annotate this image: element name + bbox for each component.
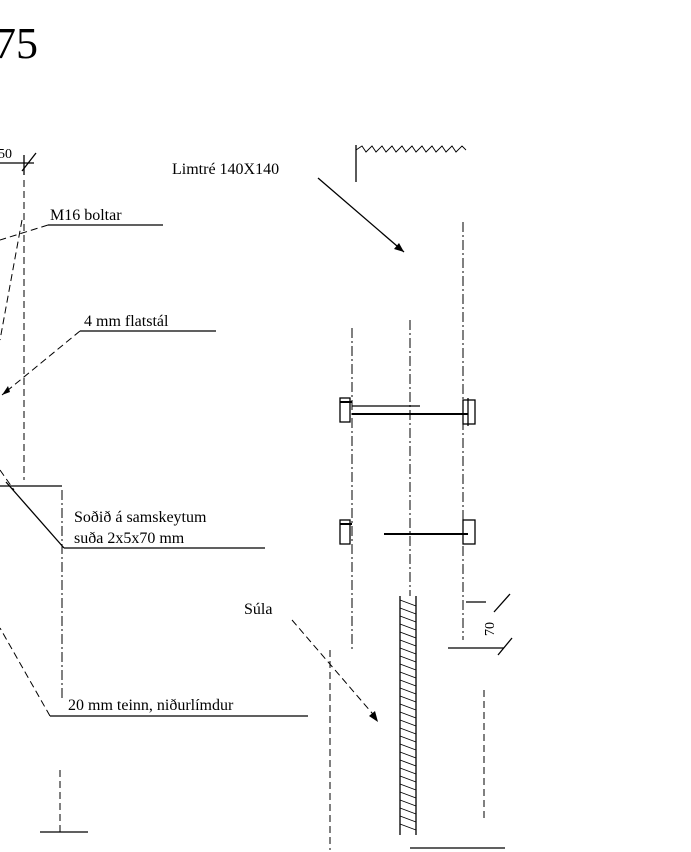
dim-70-tick-bottom [497, 637, 513, 656]
arrowhead-sula [369, 711, 378, 722]
label-teinn: 20 mm teinn, niðurlímdur [68, 697, 234, 714]
leader-sula [291, 619, 379, 721]
leader-m16-boltar [0, 224, 49, 241]
label-flatstal: 4 mm flatstál [84, 313, 169, 330]
right-detail: 70 [329, 145, 513, 850]
arrowhead-flatstal [2, 386, 10, 395]
arrowhead-limtre [394, 243, 404, 252]
leader-flatstal [1, 330, 81, 396]
lower-bolt-nut-left [339, 519, 351, 545]
dim-70-tick-top [493, 593, 511, 613]
label-m16-boltar: M16 boltar [50, 207, 122, 224]
timber-cut-hatch [355, 145, 467, 153]
leader-limtre [317, 177, 405, 253]
upper-bolt-nut-right [462, 399, 476, 425]
annotation-leaders: M16 boltar 4 mm flatstál Soðið á samskey… [0, 161, 405, 722]
threaded-rod-hatch [399, 599, 417, 831]
label-sodid-line1: Soðið á samskeytum [74, 509, 207, 526]
upper-bolt-nut-left [339, 397, 351, 423]
leader-sodid [5, 481, 65, 549]
leader-teinn [0, 627, 51, 717]
dimension-50-label: 50 [0, 147, 12, 162]
dimension-70-label: 70 [483, 622, 498, 636]
left-inclined-strut-1 [0, 219, 23, 341]
lower-bolt-nut-right [462, 519, 476, 545]
label-limtre: Limtré 140X140 [172, 161, 279, 178]
drawing-title-fragment: 75 [0, 19, 38, 68]
label-sodid-line2: suða 2x5x70 mm [74, 530, 185, 547]
label-sula: Súla [244, 601, 272, 618]
left-inclined-strut-2 [0, 469, 15, 491]
